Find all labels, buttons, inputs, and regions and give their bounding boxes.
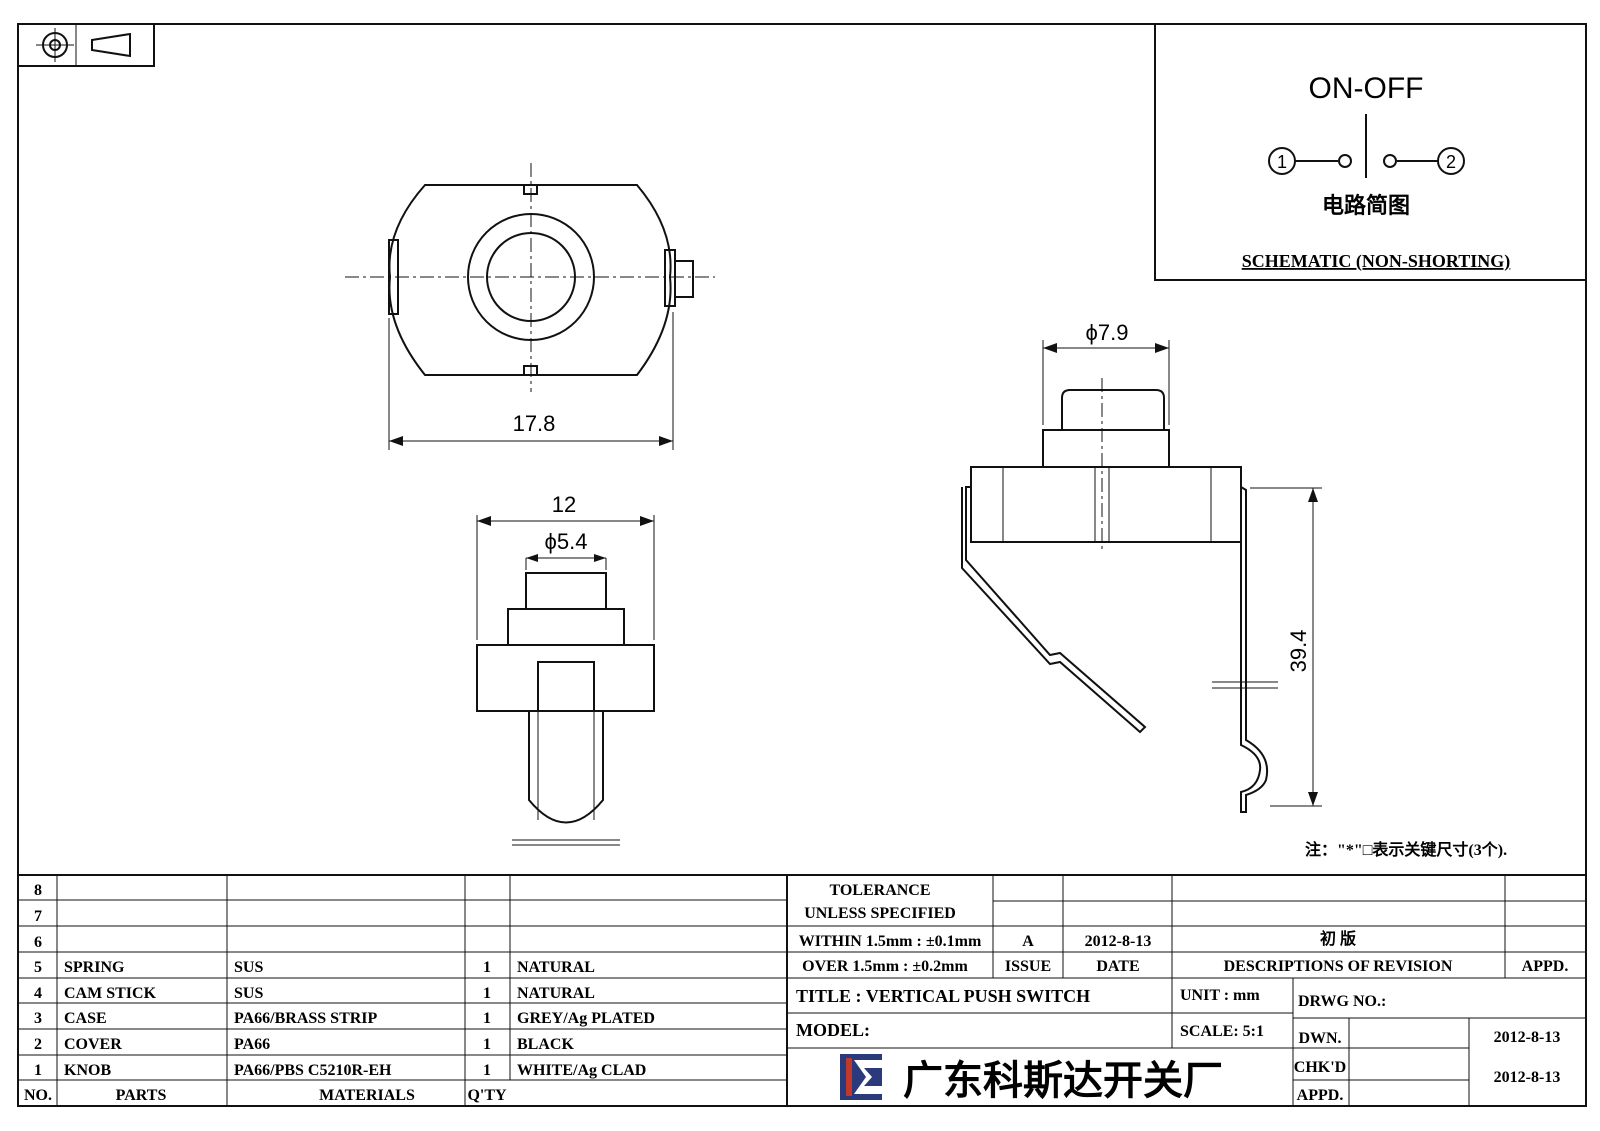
model-label: MODEL:: [796, 1020, 870, 1040]
schematic-caption: SCHEMATIC (NON-SHORTING): [1242, 251, 1511, 272]
company-name: 广东科斯达开关厂: [903, 1059, 1223, 1103]
revision-value: 初 版: [1320, 929, 1356, 948]
header-materials: MATERIALS: [319, 1087, 415, 1104]
sheet-border: [17, 23, 1587, 1107]
row-4-finish: NATURAL: [517, 985, 595, 1002]
row-8-no: 8: [34, 882, 42, 899]
date-value: 2012-8-13: [1085, 933, 1152, 950]
appd-label: APPD.: [1522, 958, 1569, 975]
dim-knob-front: ϕ5.4: [545, 529, 588, 554]
header-parts: PARTS: [116, 1087, 167, 1104]
issue-label: ISSUE: [1005, 958, 1051, 975]
dwn-label: DWN.: [1298, 1030, 1341, 1047]
row-7-no: 7: [34, 908, 42, 925]
row-2-material: PA66: [234, 1036, 270, 1053]
row-1-finish: WHITE/Ag CLAD: [517, 1062, 646, 1079]
row-5-part: SPRING: [64, 959, 125, 976]
row-1-part: KNOB: [64, 1062, 111, 1079]
scale: SCALE: 5:1: [1180, 1023, 1264, 1040]
row-3-qty: 1: [483, 1010, 491, 1027]
schematic-cn-label: 电路简图: [1322, 193, 1410, 218]
header-qty: Q'TY: [467, 1087, 507, 1104]
row-3-part: CASE: [64, 1010, 107, 1027]
tolerance-line-4: OVER 1.5mm : ±0.2mm: [802, 958, 968, 975]
appd-short-label: APPD.: [1297, 1087, 1344, 1104]
row-5-qty: 1: [483, 959, 491, 976]
revision-label: DESCRIPTIONS OF REVISION: [1224, 958, 1453, 975]
header-no: NO.: [24, 1087, 52, 1104]
dwn-date: 2012-8-13: [1494, 1029, 1561, 1046]
row-1-material: PA66/PBS C5210R-EH: [234, 1062, 392, 1079]
row-5-finish: NATURAL: [517, 959, 595, 976]
dim-knob-side: ϕ7.9: [1086, 320, 1129, 345]
parts-list: 8 7 6 5 SPRING SUS 1 NATURAL 4 CAM STICK…: [24, 882, 655, 1104]
front-view: 12 ϕ5.4: [476, 492, 655, 846]
row-5-material: SUS: [234, 959, 263, 976]
company-logo: [840, 1054, 882, 1100]
row-3-no: 3: [34, 1010, 42, 1027]
side-view: ϕ7.9 39.4: [961, 320, 1322, 813]
schematic-panel: ON-OFF 1 2 电路简图 SCHEMATIC (NON-SHORTING): [1154, 24, 1586, 281]
title-block-grid: [18, 874, 1586, 1106]
pin2-label: 2: [1446, 152, 1456, 172]
row-4-no: 4: [34, 985, 42, 1002]
date-label: DATE: [1096, 958, 1139, 975]
row-6-no: 6: [34, 934, 42, 951]
issue-value: A: [1022, 933, 1034, 950]
row-2-no: 2: [34, 1036, 42, 1053]
pin1-label: 1: [1277, 152, 1287, 172]
top-view: 17.8: [345, 163, 715, 450]
row-1-no: 1: [34, 1062, 42, 1079]
tolerance-line-2: UNLESS SPECIFIED: [804, 905, 956, 922]
row-3-material: PA66/BRASS STRIP: [234, 1010, 378, 1027]
key-dimension-note: 注："*"□表示关键尺寸(3个).: [1305, 840, 1507, 859]
title-block: TOLERANCE UNLESS SPECIFIED WITHIN 1.5mm …: [796, 882, 1568, 1104]
dim-height-side: 39.4: [1286, 630, 1311, 673]
projection-symbol: [17, 23, 155, 67]
dim-width-top: 17.8: [513, 411, 556, 436]
row-2-qty: 1: [483, 1036, 491, 1053]
row-2-finish: BLACK: [517, 1036, 574, 1053]
row-4-part: CAM STICK: [64, 985, 157, 1002]
unit: UNIT : mm: [1180, 987, 1260, 1004]
dim-width-front: 12: [552, 492, 576, 517]
chkd-label: CHK'D: [1294, 1059, 1346, 1076]
schematic-title: ON-OFF: [1309, 72, 1424, 105]
row-5-no: 5: [34, 959, 42, 976]
chkd-date: 2012-8-13: [1494, 1069, 1561, 1086]
tolerance-line-3: WITHIN 1.5mm : ±0.1mm: [799, 933, 982, 950]
drawing-title: TITLE : VERTICAL PUSH SWITCH: [796, 986, 1090, 1006]
tolerance-line-1: TOLERANCE: [829, 882, 930, 899]
row-2-part: COVER: [64, 1036, 122, 1053]
drawing-number-label: DRWG NO.:: [1298, 993, 1386, 1010]
row-4-qty: 1: [483, 985, 491, 1002]
row-4-material: SUS: [234, 985, 263, 1002]
row-3-finish: GREY/Ag PLATED: [517, 1010, 655, 1027]
row-1-qty: 1: [483, 1062, 491, 1079]
